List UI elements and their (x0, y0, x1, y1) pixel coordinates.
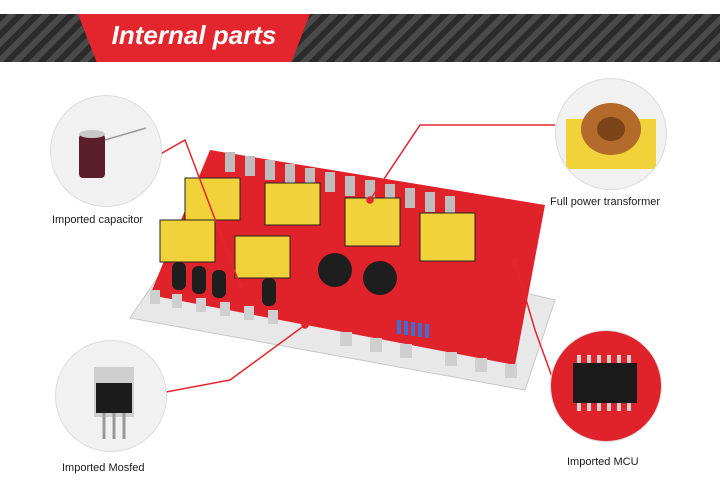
header-title-badge: Internal parts (78, 14, 310, 62)
mcu-callout (550, 330, 662, 442)
mosfed-label: Imported Mosfed (62, 462, 145, 474)
mosfet-icon (94, 367, 134, 439)
transformer-label: Full power transformer (550, 196, 661, 208)
capacitor-icon (79, 127, 147, 178)
mcu-chip-icon (573, 355, 637, 411)
mcu-label: Imported MCU (567, 456, 639, 468)
mosfed-callout (55, 340, 167, 452)
header-banner: Internal parts (0, 14, 720, 62)
page-title: Internal parts (111, 20, 277, 50)
capacitor-callout (50, 95, 162, 207)
transformer-icon (566, 103, 656, 169)
capacitor-label: Imported capacitor (52, 214, 144, 226)
transformer-callout (555, 78, 667, 190)
